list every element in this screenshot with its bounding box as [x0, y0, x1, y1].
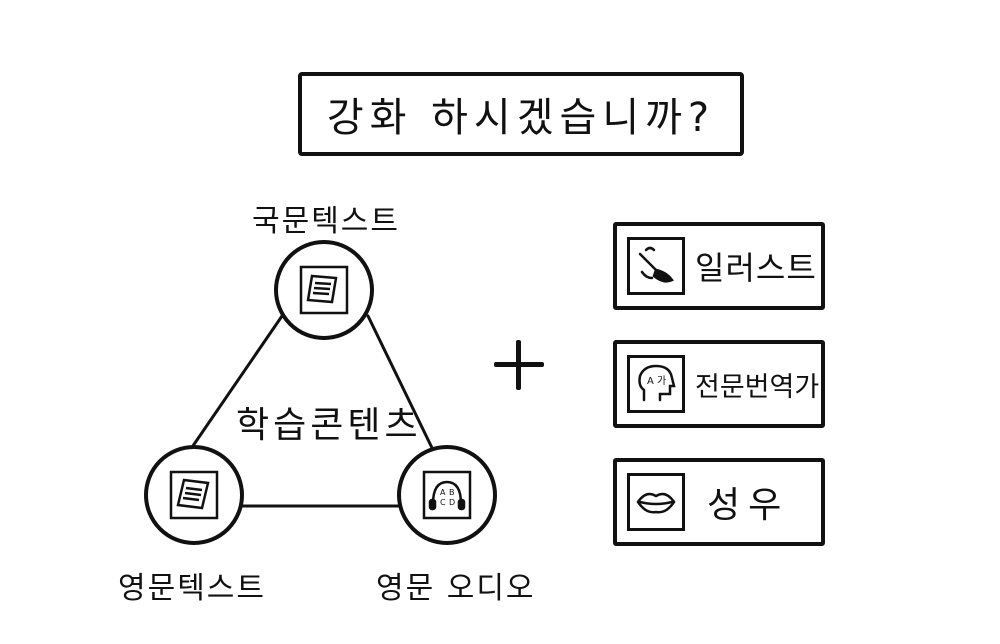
addon-label: 성우: [707, 485, 790, 526]
document-icon: [169, 470, 219, 520]
document-icon: [299, 265, 349, 315]
paintbrush-icon: [627, 237, 685, 295]
addon-label: 전문번역가: [695, 371, 820, 403]
translator-head-icon: A 가: [627, 355, 685, 413]
triangle-center-label: 학습콘텐츠: [236, 405, 422, 446]
addon-card-illustration: 일러스트: [613, 222, 825, 310]
audio-headphones-icon: [422, 470, 472, 520]
node-label-bottom-right: 영문 오디오: [376, 571, 536, 606]
audio-letter: B: [449, 488, 455, 497]
page-title: 강화 하시겠습니까?: [326, 95, 716, 141]
audio-letter: C: [440, 498, 446, 507]
plus-symbol: [494, 340, 544, 390]
translator-icon-text: A 가: [647, 375, 666, 387]
addon-label: 일러스트: [695, 249, 817, 287]
edge-top-bottom-right: [366, 314, 436, 454]
audio-letter: D: [449, 498, 455, 507]
node-label-top: 국문텍스트: [252, 204, 400, 239]
audio-letter: A: [440, 488, 446, 497]
edge-top-bottom-left: [184, 314, 284, 458]
lips-icon: [627, 473, 685, 531]
node-label-bottom-left: 영문텍스트: [118, 571, 266, 606]
addon-card-voice-actor: 성우: [613, 458, 825, 546]
addon-card-translator: A 가 전문번역가: [613, 340, 825, 428]
title-box: 강화 하시겠습니까?: [298, 72, 744, 156]
